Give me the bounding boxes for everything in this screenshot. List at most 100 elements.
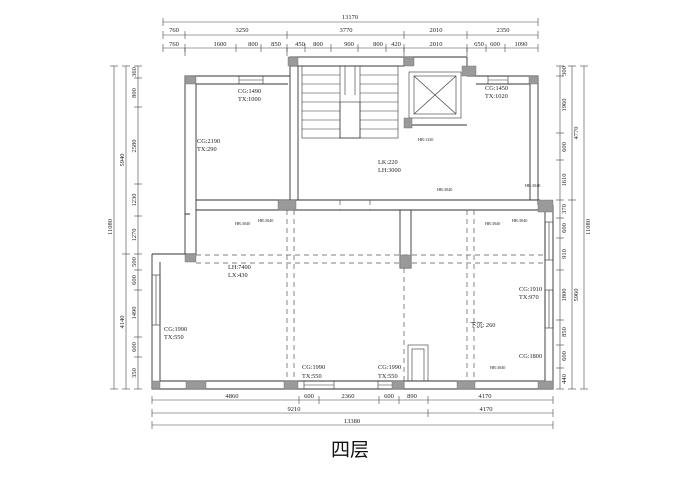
bottom-total-dim: 13380 (344, 418, 360, 425)
dim-label: 1090 (515, 41, 528, 48)
dim-label: 800 (248, 41, 258, 48)
dim-label: 890 (407, 393, 417, 400)
dim-label: 440 (561, 374, 568, 384)
dim-label: 1960 (561, 99, 568, 112)
dim-label: 1270 (131, 229, 138, 242)
annotation-lx430: LX:430 (228, 272, 248, 279)
dim-label: 760 (169, 27, 179, 34)
dim-label: 910 (561, 249, 568, 259)
annotation-tx550-mid2: TX:550 (378, 373, 398, 380)
dim-label: 4860 (226, 393, 239, 400)
height-marker: HB:3040 (525, 183, 540, 188)
annotation-tx1000: TX:1000 (238, 96, 261, 103)
dim-label: 2010 (430, 41, 443, 48)
height-marker: HB:3040 (235, 221, 250, 226)
dim-label: 850 (271, 41, 281, 48)
right-mid-dim: 4770 (573, 127, 580, 140)
dim-label: 1610 (561, 174, 568, 187)
dim-label: 600 (304, 393, 314, 400)
right-dimensions (556, 65, 588, 390)
dim-label: 600 (384, 393, 394, 400)
annotation-lk220: LK:220 (378, 159, 398, 166)
dim-label: 600 (561, 223, 568, 233)
dim-label: 800 (373, 41, 383, 48)
right-inner-labels: 300 1960 600 1610 370 600 910 1800 850 6… (561, 66, 568, 384)
dim-label: 500 (131, 257, 138, 267)
left-inner-labels: 360 800 2580 1230 1270 500 600 1490 600 … (131, 67, 138, 378)
dim-label: 850 (561, 327, 568, 337)
height-marker: HB:3040 (490, 365, 505, 370)
dim-label: 3250 (236, 27, 249, 34)
dim-label: 300 (561, 66, 568, 76)
dim-label: 4170 (479, 393, 492, 400)
floor-title: 四层 (331, 439, 369, 461)
right-total-dim: 11080 (585, 219, 592, 235)
annotations: CG:1490 TX:1000 CG:1450 TX:1020 CG:2190 … (164, 85, 542, 380)
dim-label: 1490 (131, 307, 138, 320)
height-marker: HB:3040 (258, 218, 273, 223)
left-dimensions (110, 65, 142, 390)
annotation-tx1020: TX:1020 (485, 93, 508, 100)
annotation-cg2190: CG:2190 (197, 138, 220, 145)
dim-label: 9210 (288, 406, 301, 413)
dim-label: 360 (131, 67, 138, 77)
elevator-shaft (408, 71, 462, 119)
beam-lines (196, 200, 545, 381)
dim-label: 600 (561, 142, 568, 152)
annotation-cg1990-mid2: CG:1990 (378, 364, 401, 371)
annotation-tx550-left: TX:550 (164, 334, 184, 341)
dim-label: 4170 (480, 406, 493, 413)
dim-label: 2350 (497, 27, 510, 34)
height-marker: HB:3040 (485, 221, 500, 226)
door-bay (407, 344, 429, 382)
top-total-dim: 13170 (342, 14, 358, 21)
annotation-tx550-mid1: TX:550 (302, 373, 322, 380)
dim-label: 650 (474, 41, 484, 48)
left-mid-dim: 4140 (119, 316, 126, 329)
bottom-row1-labels: 4860 600 2360 600 890 4170 (226, 393, 492, 400)
dim-label: 370 (561, 204, 568, 214)
dim-label: 1600 (214, 41, 227, 48)
columns (151, 56, 554, 390)
annotation-cg1800: CG:1800 (519, 353, 542, 360)
height-marker: HB:3040 (437, 187, 452, 192)
dim-label: 600 (131, 275, 138, 285)
top-dimensions (162, 18, 539, 56)
annotation-cg1990-left: CG:1990 (164, 326, 187, 333)
top-row2-labels: 760 1600 800 850 450 800 900 800 420 201… (169, 41, 527, 48)
dim-label: 2010 (430, 27, 443, 34)
dim-label: 1800 (561, 289, 568, 302)
staircase (301, 65, 399, 139)
dim-label: 2360 (342, 393, 355, 400)
annotation-cg1490: CG:1490 (238, 88, 261, 95)
height-markers: HB:1320 HB:3040 HB:3040 HB:3040 HB:3040 … (235, 137, 540, 370)
dim-label: 600 (561, 351, 568, 361)
dim-label: 600 (131, 342, 138, 352)
annotation-down260: 下沉: 260 (470, 321, 495, 329)
annotation-cg1990-mid1: CG:1990 (302, 364, 325, 371)
height-marker: HB:1320 (418, 137, 433, 142)
top-row1-labels: 760 3250 3770 2010 2350 (169, 27, 509, 34)
dim-label: 800 (313, 41, 323, 48)
windows (151, 75, 554, 390)
dim-label: 420 (391, 41, 401, 48)
dim-label: 350 (131, 368, 138, 378)
dim-label: 600 (490, 41, 500, 48)
dim-label: 3770 (340, 27, 353, 34)
annotation-tx290: TX:290 (197, 146, 217, 153)
height-marker: HB:3040 (512, 218, 527, 223)
dim-label: 450 (295, 41, 305, 48)
dim-label: 2580 (131, 140, 138, 153)
annotation-lh3000: LH:3000 (378, 167, 401, 174)
right-mid-dim: 5960 (573, 289, 580, 302)
annotation-cg1450: CG:1450 (485, 85, 508, 92)
bottom-dimensions (151, 396, 554, 429)
dim-label: 1230 (131, 194, 138, 207)
left-mid-dim: 5940 (119, 154, 126, 167)
left-total-dim: 11080 (107, 219, 114, 235)
annotation-cg1910: CG:1910 (519, 286, 542, 293)
annotation-tx970: TX:970 (519, 294, 539, 301)
annotation-lh7400: LH:7400 (228, 264, 251, 271)
